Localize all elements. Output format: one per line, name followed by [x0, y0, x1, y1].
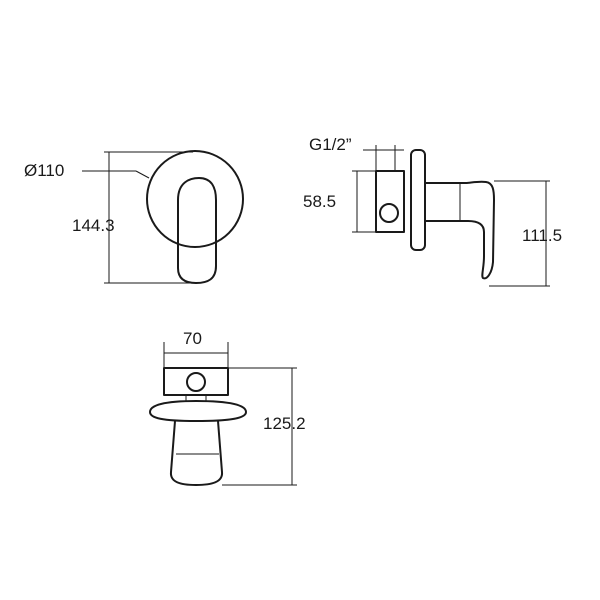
thread-label: G1/2”	[309, 135, 352, 154]
handle-height-label: 111.5	[522, 226, 562, 245]
body-height-label: 58.5	[303, 192, 336, 211]
top-wall-plate	[149, 400, 247, 422]
front-height-label: 144.3	[72, 216, 115, 235]
front-view: Ø110 144.3	[24, 150, 244, 284]
side-handle	[424, 180, 495, 280]
diameter-label: Ø110	[24, 161, 64, 180]
front-cover-plate	[146, 150, 244, 248]
side-view: G1/2” 58.5 111.5	[303, 135, 562, 287]
width-label: 70	[183, 329, 202, 348]
top-valve-port	[186, 372, 206, 392]
top-valve-body	[163, 367, 229, 396]
side-wall-plate	[410, 149, 426, 251]
depth-label: 125.2	[263, 414, 306, 433]
top-view: 70 125.2	[149, 329, 306, 486]
side-valve-port	[379, 203, 399, 223]
top-handle	[169, 420, 224, 486]
side-valve-body	[375, 170, 405, 233]
diameter-leader-slant	[135, 170, 150, 179]
front-handle	[177, 177, 217, 284]
